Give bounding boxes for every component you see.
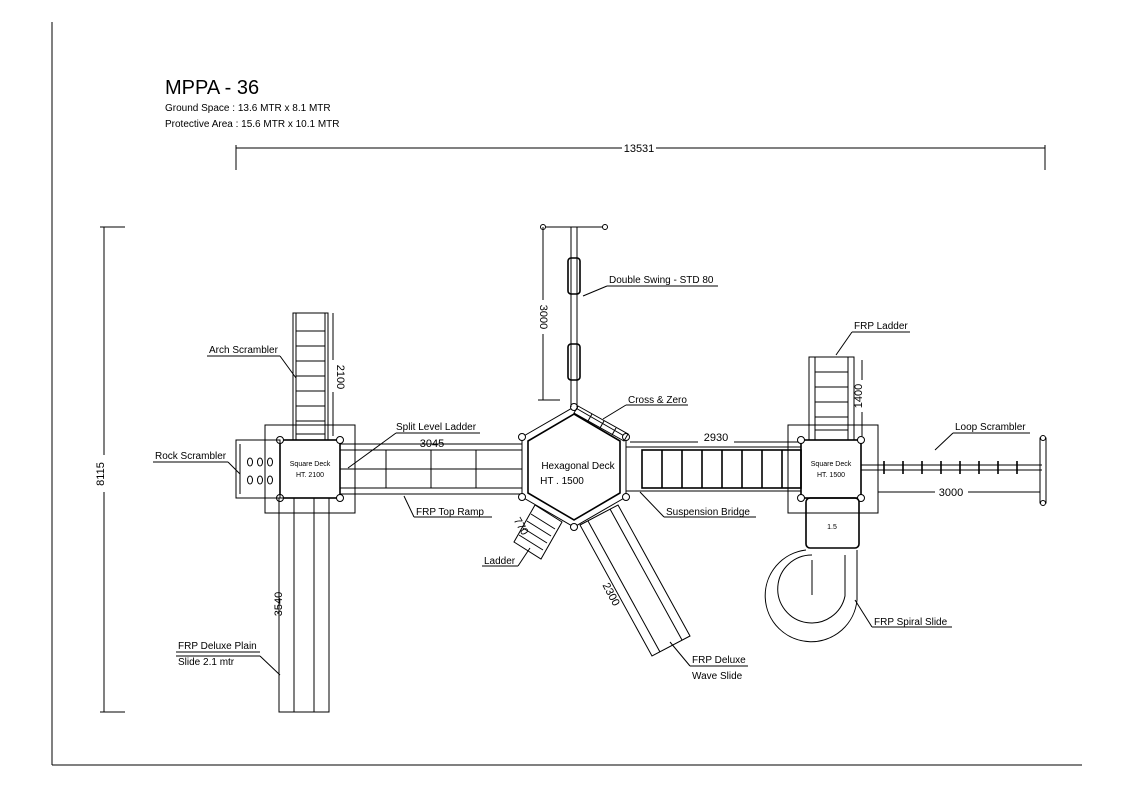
leader-cross-zero: Cross & Zero — [602, 395, 688, 420]
arch-scrambler-dimension: 2100 — [334, 365, 346, 389]
leader-plain-slide: FRP Deluxe Plain Slide 2.1 mtr — [176, 641, 281, 676]
leader-arch-scrambler: Arch Scrambler — [207, 345, 297, 379]
frp-ladder-dimension: 1400 — [853, 384, 865, 408]
rock-scrambler — [235, 439, 281, 499]
arch-scrambler: 2100 — [292, 312, 346, 441]
frp-ladder-label: FRP Ladder — [854, 321, 908, 332]
protective-area-text: Protective Area : 15.6 MTR x 10.1 MTR — [165, 119, 340, 130]
bridge-dimension: 2930 — [704, 432, 728, 444]
plain-slide-label-1: FRP Deluxe Plain — [178, 641, 257, 652]
overall-width-label: 13531 — [624, 143, 655, 155]
overall-width-dimension: 13531 — [235, 143, 1046, 170]
plain-slide-label-2: Slide 2.1 mtr — [178, 657, 235, 668]
leader-ladder: Ladder — [482, 547, 531, 567]
split-level-ladder-ramp: 3045 — [339, 438, 523, 495]
rock-scrambler-label: Rock Scrambler — [155, 451, 227, 462]
wave-slide-dimension: 2300 — [600, 581, 622, 608]
leader-frp-top-ramp: FRP Top Ramp — [403, 495, 492, 518]
leader-double-swing: Double Swing - STD 80 — [582, 275, 718, 297]
swing-dimension: 3000 — [537, 305, 549, 329]
split-level-ladder-label: Split Level Ladder — [396, 422, 477, 433]
hex-deck-name: Hexagonal Deck — [541, 461, 615, 472]
ladder: 770 — [511, 504, 563, 560]
frp-deluxe-wave-slide: 2300 — [579, 504, 691, 657]
frp-top-ramp-label: FRP Top Ramp — [416, 507, 484, 518]
spiral-platform-label: 1.5 — [827, 524, 837, 531]
spiral-slide-label: FRP Spiral Slide — [874, 617, 948, 628]
leader-rock-scrambler: Rock Scrambler — [153, 451, 241, 475]
suspension-bridge-label: Suspension Bridge — [666, 507, 750, 518]
double-swing: 3000 — [537, 224, 608, 407]
plain-slide-dimension: 3540 — [273, 592, 285, 616]
right-deck-name: Square Deck — [811, 461, 852, 468]
wave-slide-label-2: Wave Slide — [692, 671, 743, 682]
leader-frp-ladder: FRP Ladder — [835, 321, 910, 356]
loop-scrambler-label: Loop Scrambler — [955, 422, 1026, 433]
frp-spiral-slide: 1.5 — [764, 497, 860, 643]
leader-wave-slide: FRP Deluxe Wave Slide — [669, 641, 748, 682]
loop-scrambler-dimension: 3000 — [939, 487, 963, 499]
overall-height-label: 8115 — [95, 462, 107, 486]
leader-split-level-ladder: Split Level Ladder — [347, 422, 480, 469]
wave-slide-label-1: FRP Deluxe — [692, 655, 746, 666]
ladder-label: Ladder — [484, 556, 516, 567]
cross-and-zero-panel — [573, 405, 629, 442]
loop-scrambler: 3000 — [861, 435, 1047, 506]
leader-loop-scrambler: Loop Scrambler — [934, 422, 1030, 451]
suspension-bridge: 2930 — [625, 432, 802, 492]
double-swing-label: Double Swing - STD 80 — [609, 275, 714, 286]
hexagonal-deck: Hexagonal Deck HT . 1500 — [518, 403, 630, 531]
drawing-title: MPPA - 36 — [165, 77, 259, 99]
hex-deck-height: HT . 1500 — [540, 476, 584, 487]
leader-spiral-slide: FRP Spiral Slide — [854, 599, 952, 628]
right-square-deck: Square Deck HT. 1500 — [787, 424, 879, 514]
arch-scrambler-label: Arch Scrambler — [209, 345, 279, 356]
left-deck-name: Square Deck — [290, 461, 331, 468]
frp-deluxe-plain-slide: 3540 — [273, 497, 330, 713]
frp-ladder: 1400 — [808, 356, 865, 441]
cross-zero-label: Cross & Zero — [628, 395, 687, 406]
leader-suspension-bridge: Suspension Bridge — [639, 491, 756, 518]
ground-space-text: Ground Space : 13.6 MTR x 8.1 MTR — [165, 103, 331, 114]
right-deck-height: HT. 1500 — [817, 472, 845, 479]
left-deck-height: HT. 2100 — [296, 472, 324, 479]
split-ladder-dimension: 3045 — [420, 438, 444, 450]
overall-height-dimension: 8115 — [95, 226, 125, 713]
